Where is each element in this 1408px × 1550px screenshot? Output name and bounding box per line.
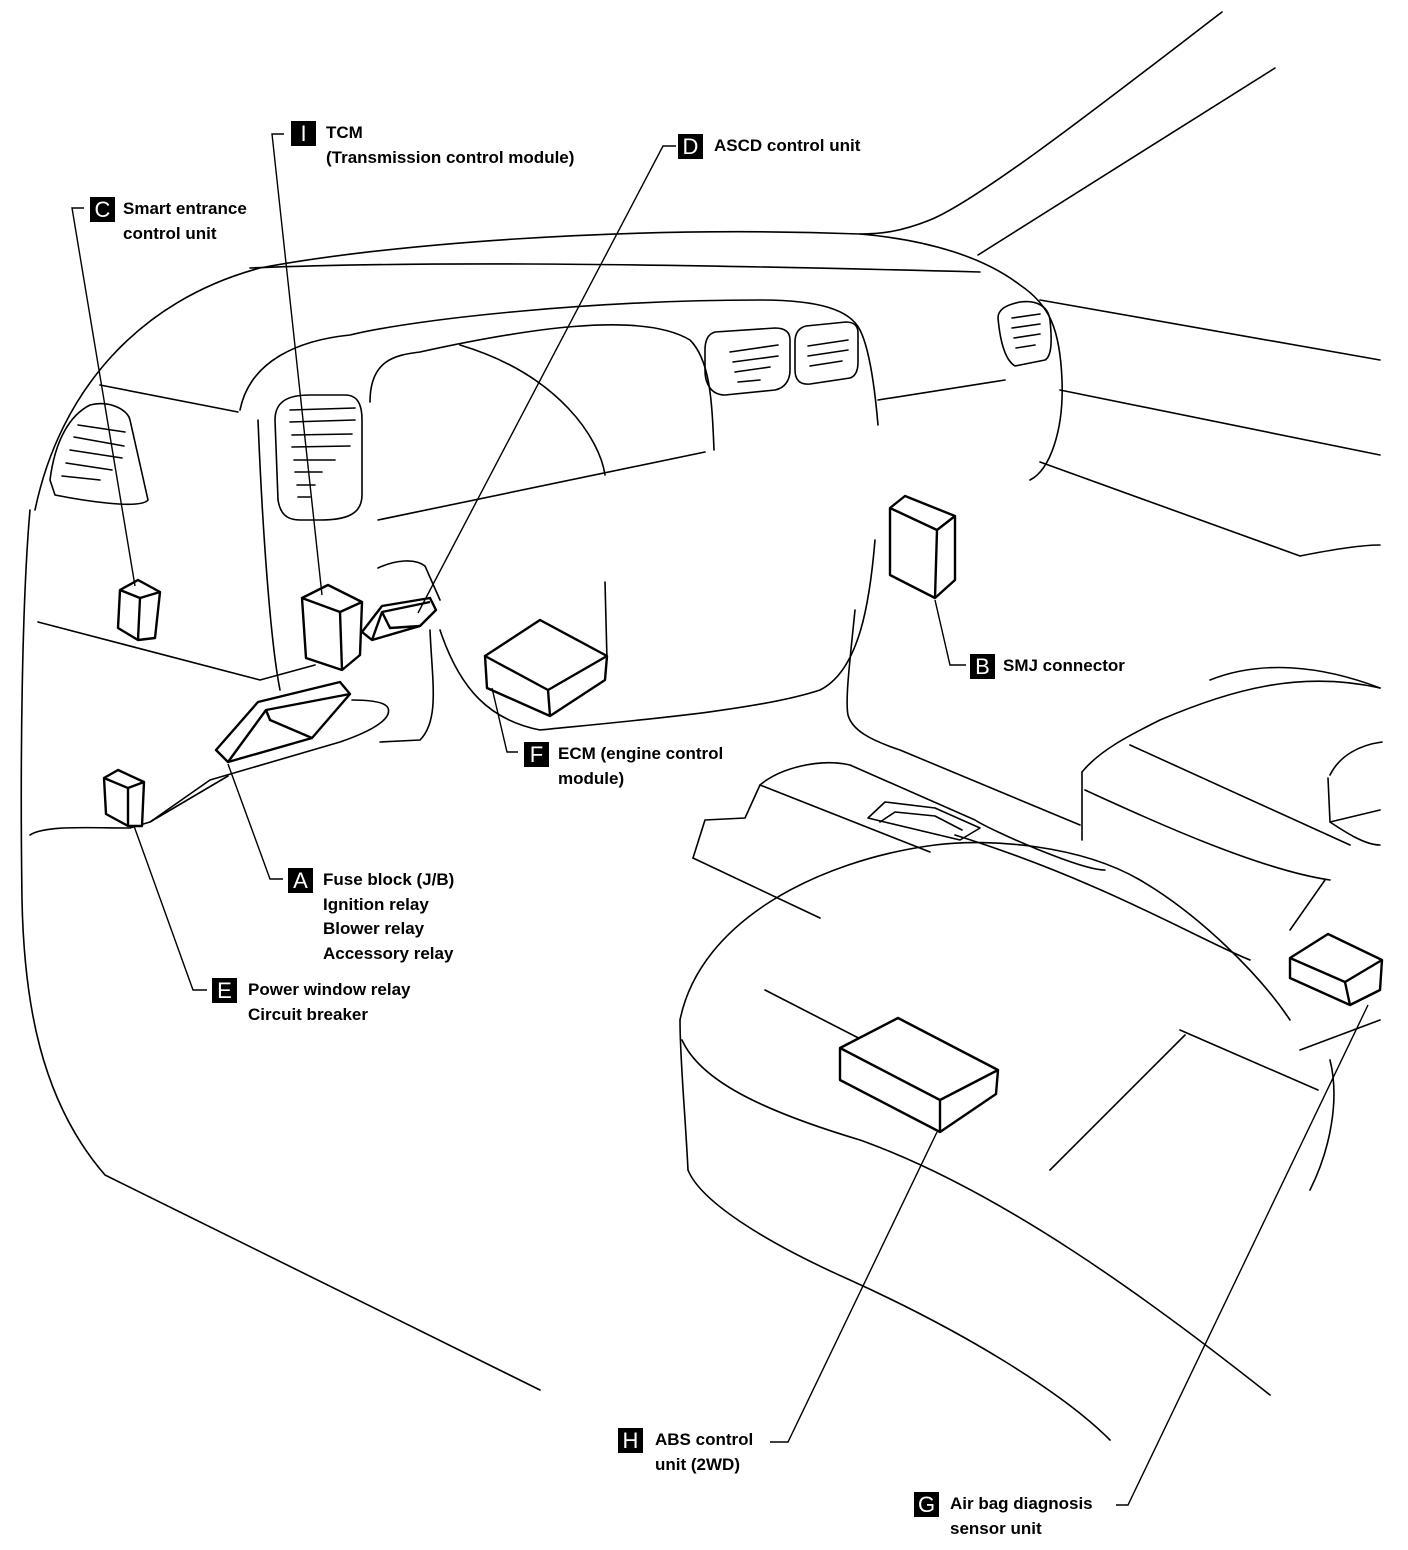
leader-f bbox=[491, 687, 518, 753]
leader-i bbox=[271, 133, 323, 596]
badge-b: B bbox=[970, 654, 995, 679]
leader-b bbox=[934, 599, 966, 666]
leader-a bbox=[227, 763, 283, 880]
callout-h-line-2: unit (2WD) bbox=[655, 1454, 740, 1474]
component-c-smart-entrance-unit bbox=[116, 578, 162, 642]
badge-a: A bbox=[288, 868, 313, 893]
callout-f-line-2: module) bbox=[558, 768, 625, 788]
badge-i: I bbox=[291, 121, 316, 146]
callout-e-line-1: Power window relay bbox=[248, 980, 411, 999]
callout-a-line-1: Fuse block (J/B) bbox=[323, 870, 455, 889]
component-h-abs-unit bbox=[838, 1016, 1000, 1134]
leader-h bbox=[770, 1131, 938, 1443]
leader-d bbox=[417, 145, 676, 614]
callout-g-line-2: sensor unit bbox=[950, 1518, 1042, 1538]
callout-g-line-1: Air bag diagnosis bbox=[950, 1494, 1093, 1513]
component-d-ascd-unit bbox=[360, 596, 438, 642]
callout-i-line-1: TCM bbox=[326, 123, 363, 142]
callout-h-line-1: ABS control bbox=[655, 1430, 754, 1449]
callout-i-line-2: (Transmission control module) bbox=[326, 147, 575, 167]
badge-e: E bbox=[212, 978, 237, 1003]
badge-c: C bbox=[90, 197, 115, 222]
callout-b-line-1: SMJ connector bbox=[1003, 656, 1125, 675]
callout-c-line-2: control unit bbox=[123, 223, 217, 243]
badge-d: D bbox=[678, 134, 703, 159]
leader-c bbox=[71, 207, 136, 587]
component-f-ecm bbox=[483, 618, 609, 718]
component-b-smj-connector bbox=[888, 494, 957, 600]
callout-a-line-3: Blower relay bbox=[323, 919, 425, 938]
callout-c-line-1: Smart entrance bbox=[123, 199, 247, 218]
callout-a-line-4: Accessory relay bbox=[323, 943, 454, 963]
component-i-tcm bbox=[300, 583, 364, 672]
callout-f-line-1: ECM (engine control bbox=[558, 744, 724, 763]
callout-a-line-2: Ignition relay bbox=[323, 894, 429, 914]
leader-g bbox=[1116, 1004, 1369, 1506]
badge-g: G bbox=[914, 1492, 939, 1517]
component-g-airbag-sensor bbox=[1288, 932, 1384, 1007]
callout-e-line-2: Circuit breaker bbox=[248, 1004, 368, 1024]
callout-d-line-1: ASCD control unit bbox=[714, 136, 861, 155]
component-a-fuse-block bbox=[214, 680, 352, 764]
badge-f: F bbox=[524, 742, 549, 767]
leader-e bbox=[133, 825, 207, 991]
badge-h: H bbox=[618, 1428, 643, 1453]
component-e-power-window-relay bbox=[102, 768, 146, 828]
